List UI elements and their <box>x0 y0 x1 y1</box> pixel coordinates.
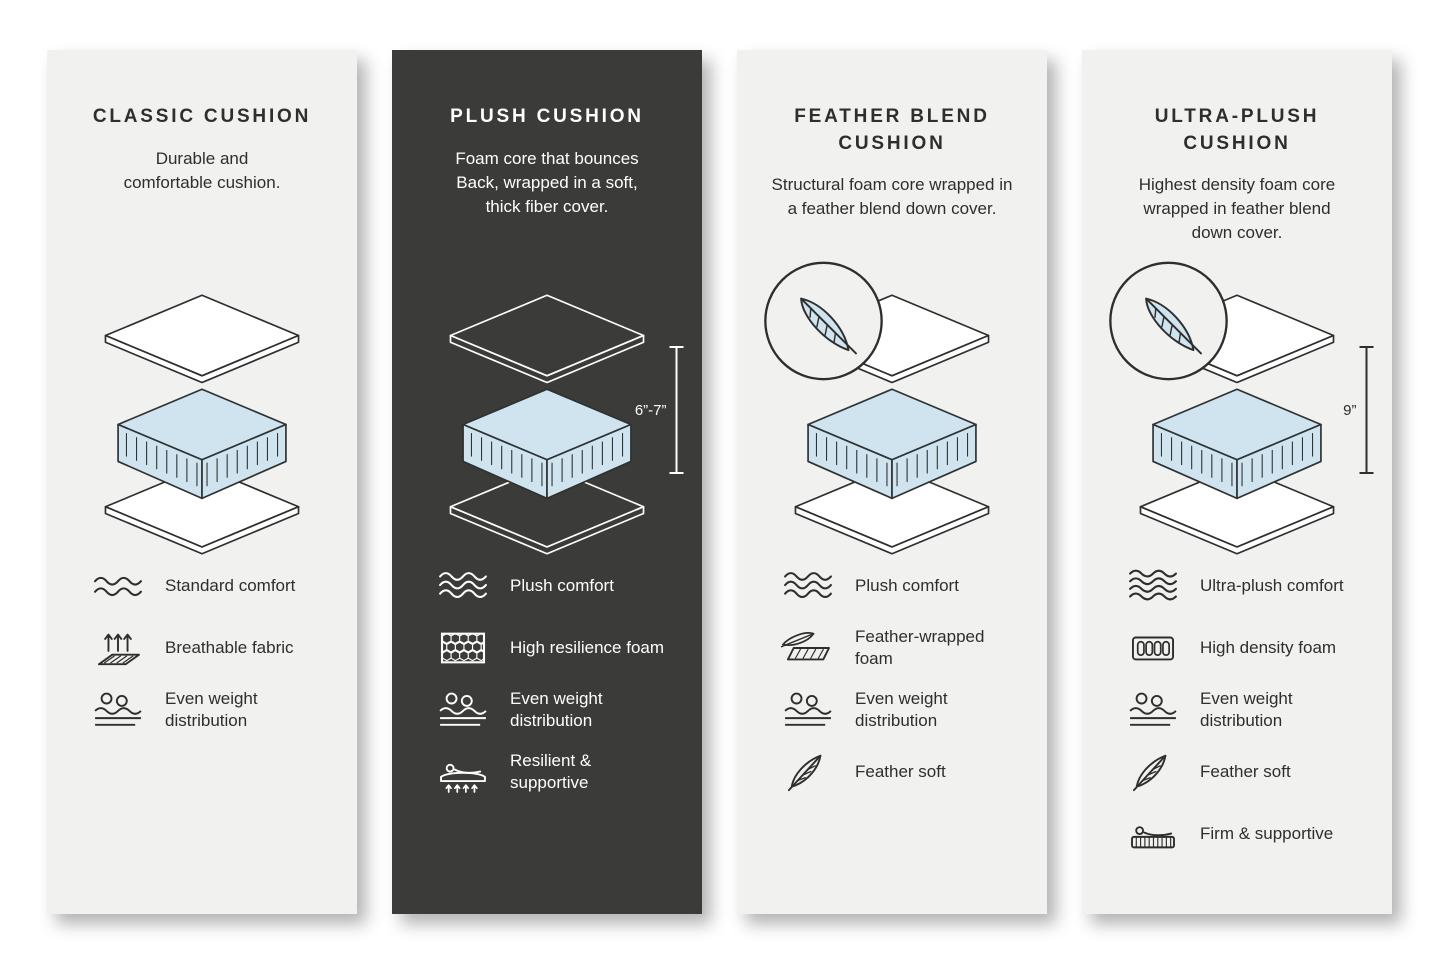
feather-badge-icon <box>765 262 882 380</box>
card-title: CLASSIC CUSHION <box>92 106 312 127</box>
feature-label: Feather soft <box>1200 761 1291 781</box>
feature-row: Firm & supportive <box>1126 810 1378 858</box>
feature-list: Standard comfort Breathable fabric Even … <box>91 562 343 748</box>
card-title: PLUSH CUSHION <box>450 106 644 127</box>
feature-label: Breathable fabric <box>165 637 294 657</box>
even-weight-icon <box>91 689 145 731</box>
breathable-fabric-icon <box>91 627 145 669</box>
card-ultra-plush-cushion: ULTRA-PLUSH CUSHION Highest density foam… <box>1082 50 1392 914</box>
high-density-foam-icon <box>1126 627 1180 669</box>
feature-row: Plush comfort <box>781 562 1033 610</box>
feature-label: Feather soft <box>855 761 946 781</box>
waves-icon <box>91 565 145 607</box>
waves-icon <box>781 565 835 607</box>
feature-label: Resilient & supportive <box>510 750 592 792</box>
feature-row: Even weight distribution <box>1126 686 1378 734</box>
feature-row: Standard comfort <box>91 562 343 610</box>
feature-list: Ultra-plush comfort High density foam Ev… <box>1126 562 1378 872</box>
feature-row: Feather soft <box>1126 748 1378 796</box>
feature-row: Even weight distribution <box>436 686 688 734</box>
measurement-label: 9” <box>1343 402 1356 419</box>
feature-list: Plush comfort Feather-wrapped foam Even … <box>781 562 1033 810</box>
waves-icon <box>436 565 490 607</box>
waves-icon <box>1126 565 1180 607</box>
card-description: Foam core that bounces Back, wrapped in … <box>455 148 639 216</box>
feature-label: Even weight distribution <box>165 688 258 730</box>
feature-label: High resilience foam <box>510 637 665 657</box>
card-description: Highest density foam core wrapped in fea… <box>1138 175 1336 243</box>
feature-label: Plush comfort <box>855 575 959 595</box>
feature-label: Even weight distribution <box>855 688 948 730</box>
even-weight-icon <box>436 689 490 731</box>
feature-row: High resilience foam <box>436 624 688 672</box>
cushion-layers-illustration: 6”-7” <box>430 290 684 559</box>
even-weight-icon <box>1126 689 1180 731</box>
resilient-supportive-icon <box>436 751 490 793</box>
feature-row: Plush comfort <box>436 562 688 610</box>
card-title: ULTRA-PLUSH CUSHION <box>1154 106 1320 154</box>
card-plush-cushion: PLUSH CUSHION Foam core that bounces Bac… <box>392 50 702 914</box>
feature-row: Feather soft <box>781 748 1033 796</box>
cushion-diagram-icon <box>104 294 300 555</box>
feature-label: Even weight distribution <box>510 688 603 730</box>
feather-icon <box>781 751 835 793</box>
cushion-layers-illustration <box>85 290 320 559</box>
card-description: Durable and comfortable cushion. <box>123 148 281 192</box>
feature-label: Feather-wrapped foam <box>855 626 985 668</box>
honeycomb-foam-icon <box>436 627 490 669</box>
feature-label: Plush comfort <box>510 575 614 595</box>
card-description: Structural foam core wrapped in a feathe… <box>771 175 1013 219</box>
feature-row: High density foam <box>1126 624 1378 672</box>
measurement-label: 6”-7” <box>635 402 667 419</box>
feather-wrapped-foam-icon <box>781 627 835 669</box>
feature-row: Feather-wrapped foam <box>781 624 1033 672</box>
feature-row: Even weight distribution <box>781 686 1033 734</box>
feature-list: Plush comfort High resilience foam Even … <box>436 562 688 810</box>
feature-label: Ultra-plush comfort <box>1200 575 1344 595</box>
feather-badge-icon <box>1110 262 1227 380</box>
cushion-layers-illustration <box>765 262 1010 559</box>
height-measurement: 9” <box>1343 346 1374 474</box>
card-feather-blend-cushion: FEATHER BLEND CUSHION Structural foam co… <box>737 50 1047 914</box>
card-title: FEATHER BLEND CUSHION <box>794 106 990 154</box>
feature-label: Standard comfort <box>165 575 296 595</box>
height-measurement: 6”-7” <box>635 346 684 474</box>
feather-icon <box>1126 751 1180 793</box>
card-classic-cushion: CLASSIC CUSHION Durable and comfortable … <box>47 50 357 914</box>
cushion-layers-illustration: 9” <box>1110 262 1374 559</box>
feature-row: Breathable fabric <box>91 624 343 672</box>
feature-label: Even weight distribution <box>1200 688 1293 730</box>
feature-row: Ultra-plush comfort <box>1126 562 1378 610</box>
even-weight-icon <box>781 689 835 731</box>
feature-row: Even weight distribution <box>91 686 343 734</box>
feature-label: High density foam <box>1200 637 1337 657</box>
feature-label: Firm & supportive <box>1200 823 1334 843</box>
firm-supportive-icon <box>1126 813 1180 855</box>
feature-row: Resilient & supportive <box>436 748 688 796</box>
